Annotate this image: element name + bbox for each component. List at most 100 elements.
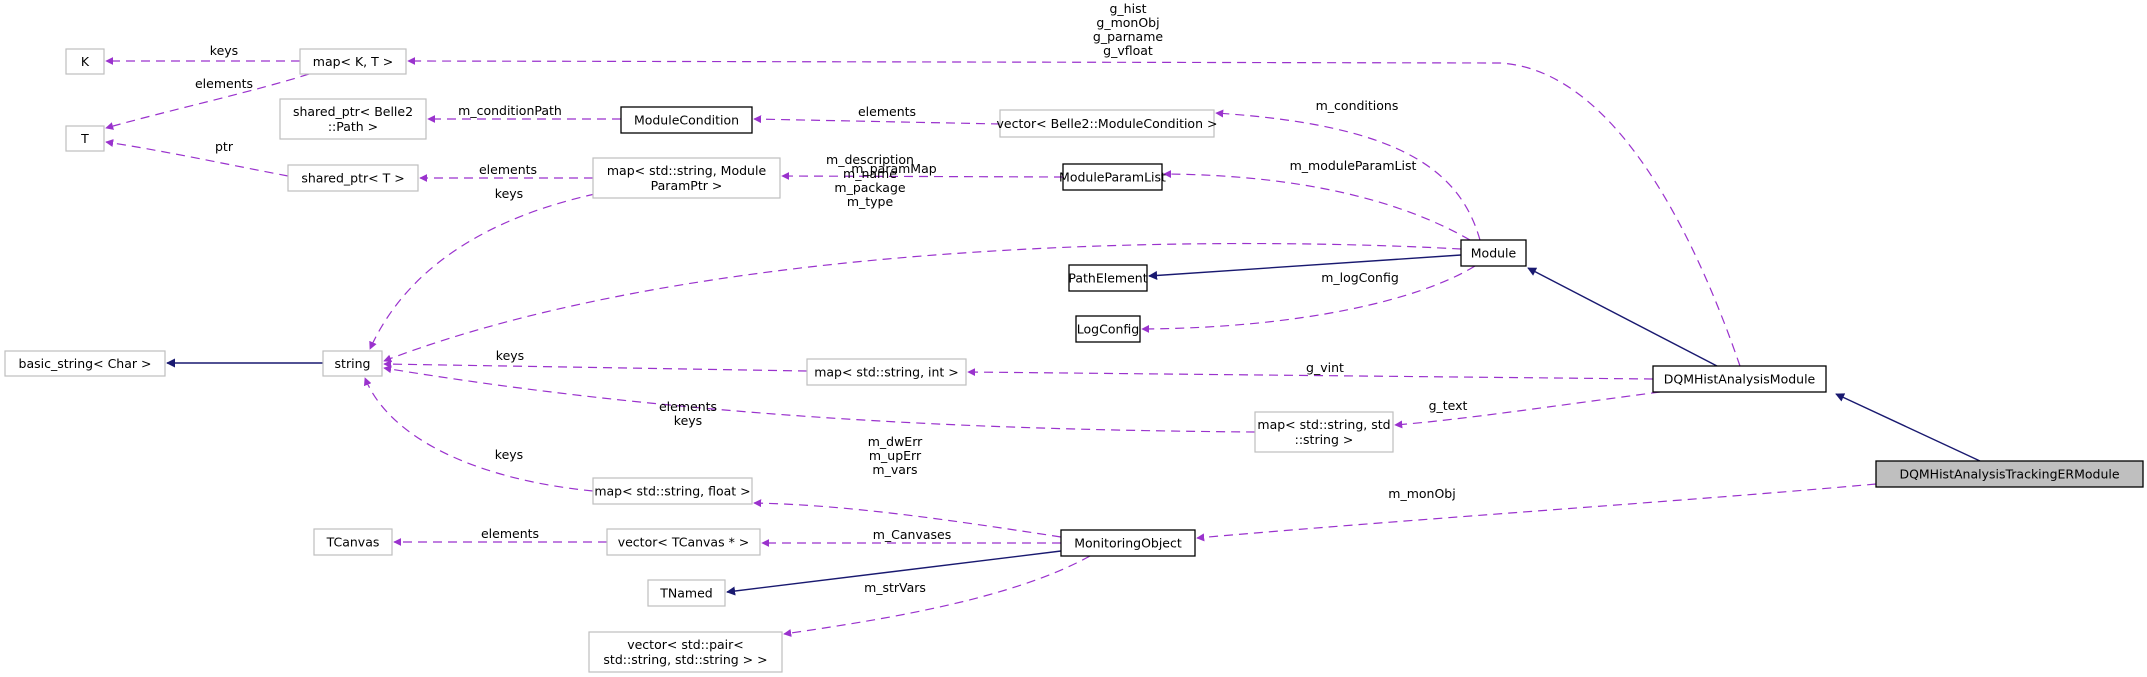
node-label: MonitoringObject xyxy=(1074,536,1182,551)
node-label: basic_string< Char > xyxy=(19,356,152,371)
node-box xyxy=(1254,411,1394,453)
usage-edge-mapInt-to-string xyxy=(383,360,808,372)
usage-edge-DQMHistAnalysisModule-to-mapInt xyxy=(967,368,1654,380)
class-node-sharedT: shared_ptr< T > xyxy=(287,164,419,192)
node-label: std::string, std::string > > xyxy=(603,652,767,667)
class-node-DQMHistAnalysisModule[interactable]: DQMHistAnalysisModule xyxy=(1652,365,1827,393)
node-label: TNamed xyxy=(659,586,712,601)
node-box xyxy=(1652,365,1827,393)
edge-label: m_Canvases xyxy=(873,527,952,542)
class-node-LogConfig[interactable]: LogConfig xyxy=(1075,315,1141,343)
class-node-string: string xyxy=(322,350,383,377)
edge-label: elements xyxy=(858,104,916,119)
class-node-basicString: basic_string< Char > xyxy=(4,350,166,377)
node-label: vector< std::pair< xyxy=(627,637,744,652)
node-label: map< std::string, Module xyxy=(607,163,767,178)
usage-edge-DQMHistAnalysisModule-to-mapKT xyxy=(407,57,1741,367)
edge-label: m_conditionPath xyxy=(458,103,562,118)
edge-label: elements xyxy=(479,162,537,177)
edge-label: m_description xyxy=(826,152,914,167)
node-box xyxy=(279,98,427,140)
class-node-T: T xyxy=(65,125,105,152)
edge-label: m_dwErr xyxy=(868,434,923,449)
node-box xyxy=(1068,264,1148,292)
node-label: string xyxy=(335,356,371,371)
usage-edge-vecCond-to-ModuleCondition xyxy=(753,115,1001,125)
node-box xyxy=(299,48,407,75)
node-label: Module xyxy=(1471,246,1517,261)
node-label: DQMHistAnalysisTrackingERModule xyxy=(1899,467,2119,482)
node-label: K xyxy=(81,54,90,69)
usage-edge-Module-to-string xyxy=(383,242,1462,363)
node-label: DQMHistAnalysisModule xyxy=(1664,372,1816,387)
edge-label: g_text xyxy=(1429,398,1468,413)
inheritance-edge-TrackingER-to-DQMHistAnalysisModule xyxy=(1835,393,1981,462)
edge-label: m_upErr xyxy=(869,448,922,463)
node-box xyxy=(313,528,393,556)
edge-label: elements xyxy=(195,76,253,91)
node-label: T xyxy=(80,131,89,146)
class-node-mapInt: map< std::string, int > xyxy=(806,358,967,386)
node-label: map< std::string, std xyxy=(1257,417,1390,432)
node-box xyxy=(606,528,761,556)
edge-label: m_name xyxy=(843,166,897,181)
edge-labels-layer: keyselementsptrm_conditionPathelementske… xyxy=(195,1,1468,595)
node-label: ModuleParamList xyxy=(1059,170,1166,185)
node-box xyxy=(4,350,166,377)
usage-edge-Module-to-ModuleParamList xyxy=(1163,170,1471,241)
edge-label: m_logConfig xyxy=(1321,270,1399,285)
edge-label: g_parname xyxy=(1093,29,1163,44)
node-label: shared_ptr< Belle2 xyxy=(293,104,413,119)
edge-label: m_paramMap xyxy=(851,161,936,176)
node-box xyxy=(647,579,726,607)
edge-label: keys xyxy=(495,447,523,462)
node-label: map< std::string, float > xyxy=(594,484,750,499)
node-box xyxy=(1875,460,2144,488)
node-label: LogConfig xyxy=(1077,322,1139,337)
node-box xyxy=(322,350,383,377)
class-node-ModuleCondition[interactable]: ModuleCondition xyxy=(620,106,753,134)
class-node-PathElement[interactable]: PathElement xyxy=(1068,264,1148,292)
usage-edge-DQMHistAnalysisModule-to-mapStr xyxy=(1394,391,1661,429)
node-label: map< std::string, int > xyxy=(814,365,959,380)
inheritance-edge-Module-to-PathElement xyxy=(1148,254,1462,280)
edge-label: m_monObj xyxy=(1388,486,1455,501)
edge-label: m_vars xyxy=(872,462,917,477)
edges-layer xyxy=(105,57,1981,637)
class-node-vecCanvas: vector< TCanvas * > xyxy=(606,528,761,556)
class-node-K: K xyxy=(65,48,105,75)
node-label: ::string > xyxy=(1295,432,1354,447)
node-box xyxy=(1060,529,1196,557)
inheritance-edge-MonitoringObject-to-TNamed xyxy=(726,550,1062,596)
node-box xyxy=(999,109,1215,138)
node-label: vector< TCanvas * > xyxy=(618,535,750,550)
node-box xyxy=(592,157,781,199)
class-node-Module[interactable]: Module xyxy=(1460,239,1527,267)
usage-edge-mapParam-to-string xyxy=(369,193,596,350)
usage-edge-mapFloat-to-string xyxy=(363,377,594,492)
edge-label: m_type xyxy=(847,194,894,209)
class-node-MonitoringObject[interactable]: MonitoringObject xyxy=(1060,529,1196,557)
class-node-TNamed: TNamed xyxy=(647,579,726,607)
node-box xyxy=(1460,239,1527,267)
edge-label: m_package xyxy=(834,180,906,195)
class-node-TrackingER[interactable]: DQMHistAnalysisTrackingERModule xyxy=(1875,460,2144,488)
edge-label: m_moduleParamList xyxy=(1290,158,1417,173)
node-box xyxy=(620,106,753,134)
edge-label: ptr xyxy=(215,139,234,154)
edge-label: keys xyxy=(674,413,702,428)
node-box xyxy=(65,125,105,152)
class-node-ModuleParamList[interactable]: ModuleParamList xyxy=(1059,163,1166,191)
node-label: map< K, T > xyxy=(313,54,393,69)
edge-label: elements xyxy=(481,526,539,541)
node-label: ModuleCondition xyxy=(634,113,739,128)
usage-edge-TrackingER-to-MonitoringObject xyxy=(1196,483,1877,542)
edge-label: keys xyxy=(495,186,523,201)
inheritance-edge-DQMHistAnalysisModule-to-Module xyxy=(1527,267,1718,367)
node-label: shared_ptr< T > xyxy=(301,171,404,186)
edge-label: elements xyxy=(659,399,717,414)
class-node-mapFloat: map< std::string, float > xyxy=(592,477,753,505)
